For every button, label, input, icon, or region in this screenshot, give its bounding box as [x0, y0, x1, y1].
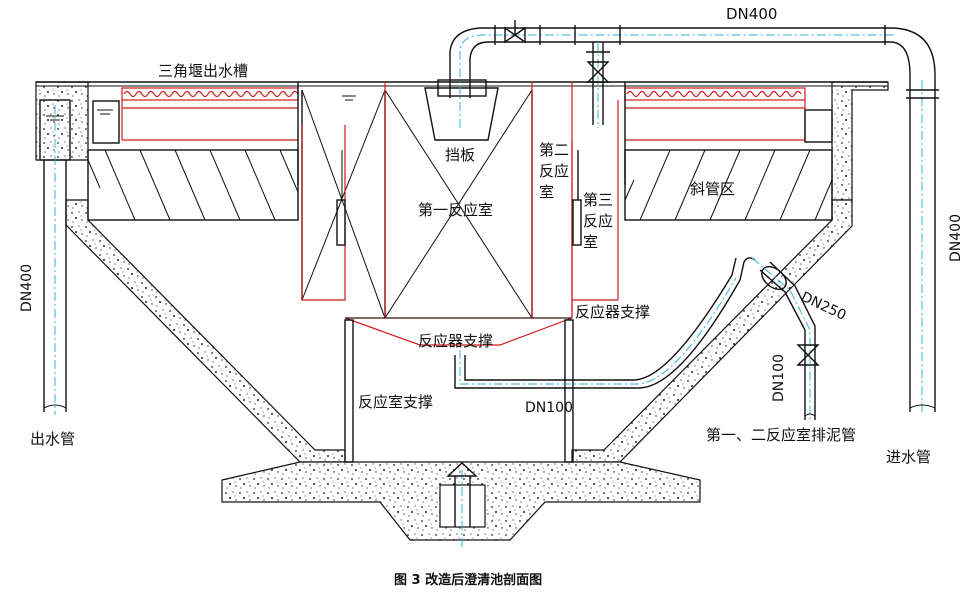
reactor-core [301, 82, 619, 463]
label-dn100-vertical: DN100 [771, 354, 787, 402]
label-reaction-3-line-2: 反应 [583, 212, 613, 230]
labels: DN400 三角堰出水槽 挡板 第一反应室 第二 反应 室 第三 反应 室 斜管… [19, 5, 964, 588]
label-reaction-1: 第一反应室 [418, 201, 493, 219]
pipes [43, 20, 939, 550]
label-reaction-2-line-1: 第二 [539, 141, 569, 159]
label-baffle: 挡板 [445, 146, 475, 164]
label-reaction-room-support: 反应室支撑 [358, 393, 433, 411]
label-reaction-2-line-2: 反应 [539, 162, 569, 180]
label-sludge-pipe: 第一、二反应室排泥管 [706, 426, 856, 444]
label-weir-trough: 三角堰出水槽 [158, 62, 248, 80]
label-outlet-pipe: 出水管 [30, 430, 75, 448]
label-inclined-tube: 斜管区 [690, 180, 735, 198]
label-reactor-support-right: 反应器支撑 [575, 303, 650, 321]
label-reactor-support-center: 反应器支撑 [418, 332, 493, 350]
label-dn400-left: DN400 [19, 264, 35, 312]
label-inlet-pipe: 进水管 [886, 448, 931, 466]
left-zone [39, 82, 299, 221]
label-dn400-top: DN400 [726, 5, 777, 23]
label-dn400-right: DN400 [948, 214, 964, 262]
label-dn250: DN250 [798, 289, 848, 324]
label-reaction-3-line-1: 第三 [583, 191, 613, 209]
label-reaction-2-line-3: 室 [539, 183, 554, 201]
figure-caption: 图 3 改造后澄清池剖面图 [394, 572, 542, 588]
label-dn100-horizontal: DN100 [525, 400, 573, 416]
right-zone [624, 82, 833, 221]
label-reaction-3-line-3: 室 [583, 233, 598, 251]
